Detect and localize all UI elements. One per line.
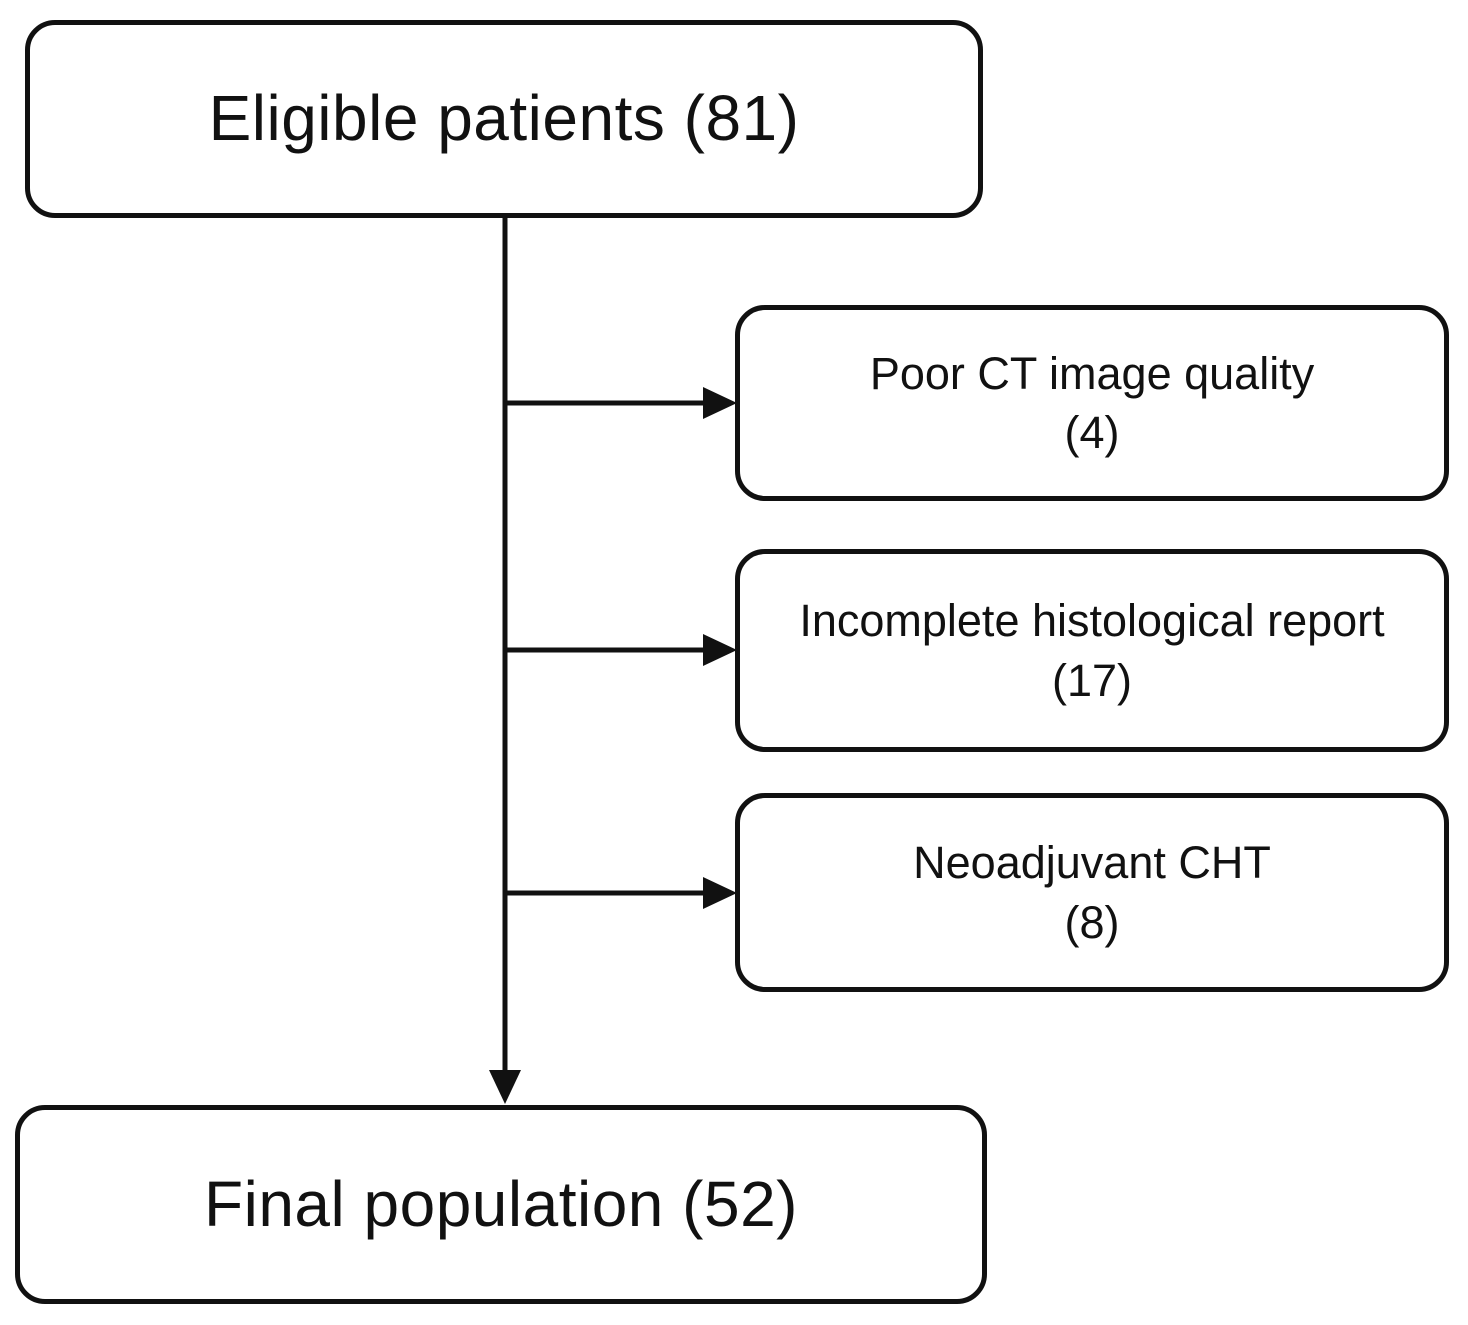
exclusion-label: Incomplete histological report bbox=[799, 595, 1385, 647]
exclusion-count: (8) bbox=[1064, 896, 1120, 948]
arrowhead-right-icon bbox=[703, 634, 737, 666]
eligible-patients-label: Eligible patients (81) bbox=[208, 82, 800, 155]
exclusion-box-neoadjuvant-cht: Neoadjuvant CHT (8) bbox=[735, 793, 1449, 992]
exclusion-box-poor-ct: Poor CT image quality (4) bbox=[735, 305, 1449, 501]
exclusion-box-incomplete-histology: Incomplete histological report (17) bbox=[735, 549, 1449, 752]
arrowhead-right-icon bbox=[703, 877, 737, 909]
exclusion-label: Neoadjuvant CHT bbox=[913, 837, 1271, 889]
exclusion-count: (4) bbox=[1064, 407, 1120, 458]
arrowhead-down-icon bbox=[489, 1070, 521, 1104]
final-population-label: Final population (52) bbox=[204, 1167, 798, 1240]
final-population-box: Final population (52) bbox=[15, 1105, 987, 1304]
arrowhead-right-icon bbox=[703, 387, 737, 419]
eligible-patients-box: Eligible patients (81) bbox=[25, 20, 983, 218]
exclusion-count: (17) bbox=[1051, 654, 1133, 706]
exclusion-label: Poor CT image quality bbox=[869, 347, 1315, 399]
